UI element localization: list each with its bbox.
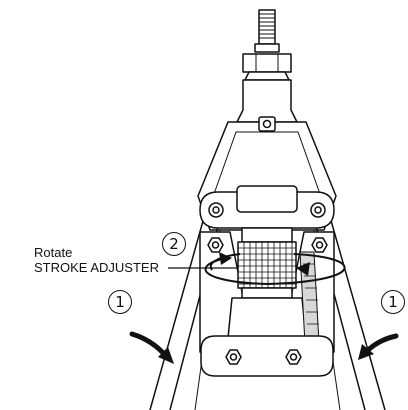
step-1-left-callout: 1 (108, 290, 132, 314)
lower-plate (200, 335, 334, 377)
step-2-callout: 2 (162, 232, 186, 256)
hex-bolt-icon (207, 237, 328, 365)
threaded-stud (254, 9, 280, 53)
rotate-label: Rotate (34, 245, 73, 260)
stroke-adjuster-label: STROKE ADJUSTER (34, 260, 159, 275)
neck (236, 79, 298, 123)
upper-crossbar (199, 185, 335, 229)
step-1-right-callout: 1 (381, 290, 405, 314)
stroke-adjuster (237, 227, 297, 299)
curved-arrow-icon (129, 331, 174, 364)
hex-nut (242, 53, 292, 81)
curved-arrow-icon (358, 333, 399, 360)
